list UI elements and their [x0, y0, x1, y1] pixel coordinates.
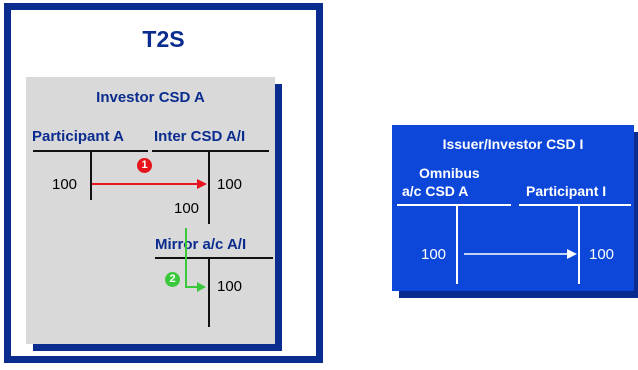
omnibus-t-account-divider [456, 204, 458, 284]
step-1-badge: 1 [137, 158, 152, 173]
omnibus-header-line2: a/c CSD A [402, 183, 469, 199]
mirror-t-account-divider [208, 257, 210, 327]
investor-csd-panel [26, 77, 275, 344]
investor-csd-title: Investor CSD A [96, 89, 205, 106]
participant-i-header: Participant I [526, 183, 607, 199]
step1-arrow [92, 179, 207, 189]
inter-csd-debit-value: 100 [174, 200, 200, 217]
step-2-badge: 2 [165, 272, 180, 287]
step2-arrow [185, 228, 206, 292]
participant-a-header: Participant A [32, 128, 124, 145]
participant-a-debit-value: 100 [52, 176, 78, 193]
omnibus-debit-value: 100 [421, 246, 447, 263]
mirror-account-header: Mirror a/c A/I [155, 236, 247, 253]
inter-csd-credit-value: 100 [217, 176, 243, 193]
issuer-csd-panel [392, 125, 634, 291]
participant-i-t-account-divider [578, 204, 580, 284]
issuer-csd-title: Issuer/Investor CSD I [442, 136, 584, 152]
t2s-title: T2S [142, 26, 185, 52]
inter-csd-header: Inter CSD A/I [154, 128, 246, 145]
participant-i-credit-value: 100 [589, 246, 615, 263]
mirror-credit-value: 100 [217, 278, 243, 295]
mirror-t-account-top [155, 257, 273, 259]
participant-a-t-account-divider [90, 150, 92, 200]
inter-csd-t-account-top [152, 150, 269, 152]
omnibus-t-account-top [397, 204, 511, 206]
participant-i-t-account-top [519, 204, 631, 206]
inter-csd-t-account-divider [208, 150, 210, 224]
omnibus-header-line1: Omnibus [419, 165, 480, 181]
